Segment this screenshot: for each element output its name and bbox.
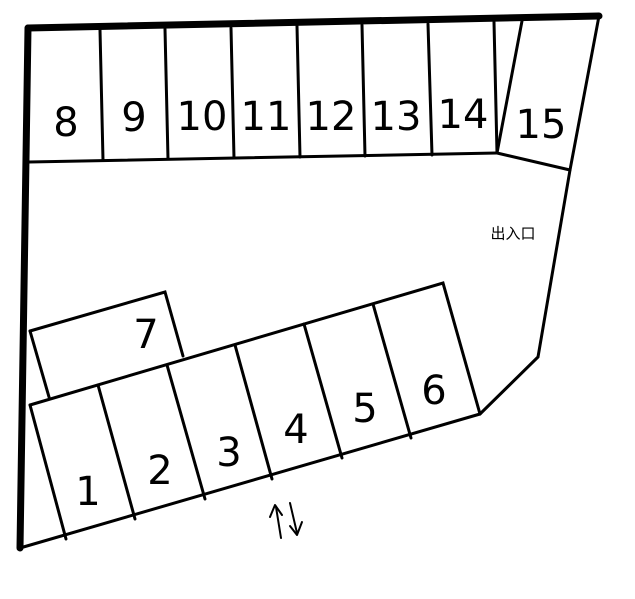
space-number-11: 11: [241, 94, 292, 140]
space-number-13: 13: [371, 94, 422, 140]
divider-4-5: [302, 322, 344, 460]
divider-5-6: [371, 302, 413, 440]
space-number-5: 5: [352, 386, 377, 432]
space-15-left-line: [495, 19, 524, 155]
space-number-3: 3: [216, 430, 241, 476]
divider-10-11: [229, 26, 236, 160]
space-number-4: 4: [283, 407, 308, 453]
space-number-2: 2: [147, 448, 172, 494]
top-row-front-line: [27, 151, 499, 164]
space-7-outline: [28, 290, 185, 358]
bottom-row-back-line: [28, 281, 482, 416]
space-number-10: 10: [177, 94, 228, 140]
right-boundary: [478, 14, 601, 416]
space-number-7: 7: [133, 312, 158, 358]
left-wall: [16, 24, 32, 552]
bottom-boundary: [18, 412, 482, 550]
space-number-6: 6: [421, 368, 446, 414]
divider-3-4: [233, 343, 274, 481]
space-number-15: 15: [516, 102, 567, 148]
space-number-14: 14: [438, 92, 489, 138]
space-number-8: 8: [53, 100, 78, 146]
divider-11-12: [295, 24, 302, 159]
divider-8-9: [98, 28, 105, 162]
space-number-9: 9: [121, 95, 146, 141]
space-15-front-line: [495, 151, 572, 172]
space-number-1: 1: [75, 469, 100, 515]
divider-14-15: [492, 20, 499, 155]
divider-13-14: [426, 22, 434, 157]
entrance-label: 出入口: [490, 225, 535, 243]
divider-12-13: [360, 23, 367, 158]
top-wall: [24, 12, 603, 32]
divider-2-3: [165, 363, 207, 501]
two-way-arrow-icon: [269, 502, 303, 539]
space-7-side-line: [28, 329, 51, 399]
divider-9-10: [163, 27, 170, 161]
divider-left-edge: [28, 403, 68, 541]
space-number-12: 12: [306, 94, 357, 140]
divider-1-2: [96, 383, 137, 521]
